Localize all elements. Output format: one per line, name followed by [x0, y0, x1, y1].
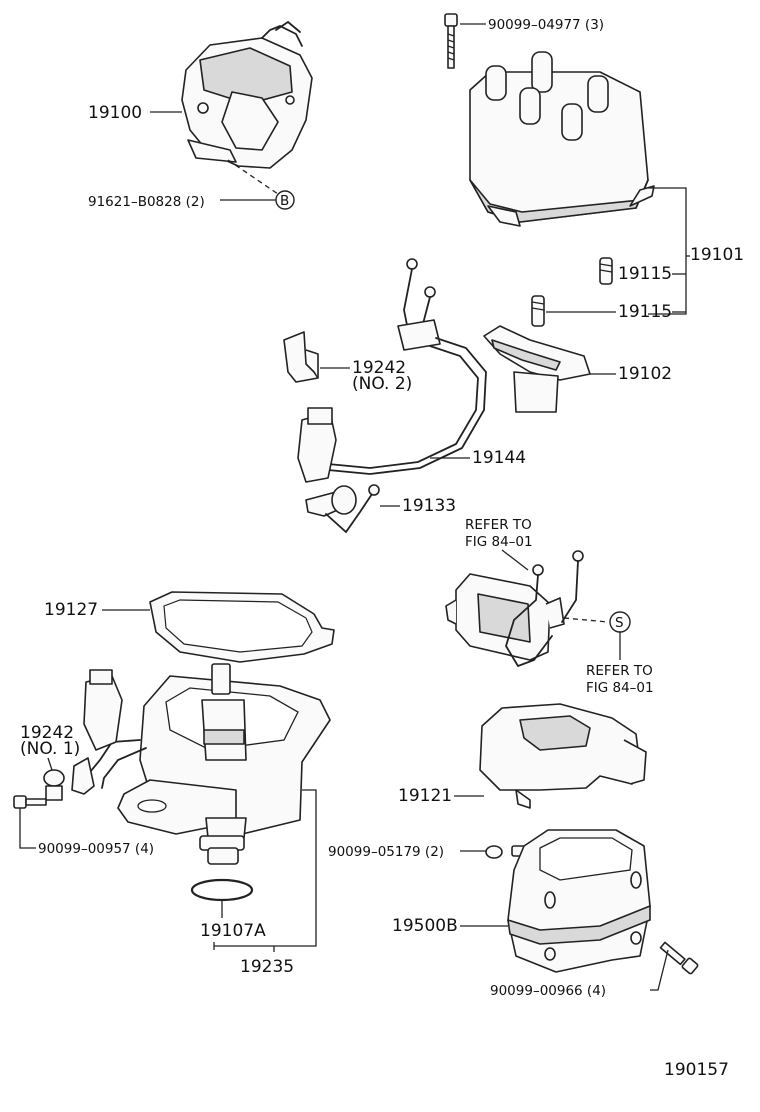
igniter-drawing: [445, 550, 584, 668]
distributor-cap-drawing: [469, 51, 655, 227]
label-19115-lower: 19115: [618, 302, 672, 322]
label-19242-no1: 19242: [20, 723, 74, 743]
marker-b-letter: B: [280, 193, 289, 209]
label-90099-00957: 90099–00957 (4): [38, 841, 154, 857]
dust-cover-drawing: [479, 703, 647, 809]
label-19101: 19101: [690, 245, 744, 265]
label-90099-00966: 90099–00966 (4): [490, 983, 606, 999]
housing-assembly-drawing: [71, 663, 331, 865]
clamp-screw-drawing: [13, 795, 47, 809]
marker-s-letter: S: [615, 615, 624, 631]
o-ring-drawing: [190, 878, 254, 902]
label-19107a: 19107A: [200, 921, 266, 941]
label-19100: 19100: [88, 103, 142, 123]
refer-2-line1: REFER TO: [586, 663, 653, 679]
distributor-assembly-drawing: [181, 20, 313, 169]
clamp-no2-drawing: [283, 331, 319, 383]
clamp-no1-drawing: [43, 769, 65, 801]
label-19102: 19102: [618, 364, 672, 384]
cap-insert-2-drawing: [531, 295, 545, 327]
refer-1-line1: REFER TO: [465, 517, 532, 533]
housing-drawing: [507, 829, 651, 973]
label-90099-04977: 90099–04977 (3): [488, 17, 604, 33]
label-no2: (NO. 2): [352, 374, 412, 394]
label-19127: 19127: [44, 600, 98, 620]
label-91621-b0828: 91621–B0828 (2): [88, 194, 205, 210]
label-19115-upper: 19115: [618, 264, 672, 284]
label-19121: 19121: [398, 786, 452, 806]
label-no1: (NO. 1): [20, 739, 80, 759]
wire-assembly-drawing: [297, 258, 487, 483]
label-19133: 19133: [402, 496, 456, 516]
housing-screw-long-drawing: [659, 941, 699, 975]
cap-insert-1-drawing: [599, 257, 613, 285]
gasket-drawing: [149, 591, 335, 663]
cap-screw-drawing: [444, 13, 458, 69]
marker-b: [275, 190, 295, 210]
label-90099-05179: 90099–05179 (2): [328, 844, 444, 860]
refer-1-line2: FIG 84–01: [465, 534, 533, 550]
label-19144: 19144: [472, 448, 526, 468]
figure-number: 190157: [664, 1060, 729, 1080]
condenser-drawing: [305, 484, 380, 534]
rotor-drawing: [483, 325, 591, 413]
label-19500b: 19500B: [392, 916, 458, 936]
label-19235: 19235: [240, 957, 294, 977]
label-19242-no2: 19242: [352, 358, 406, 378]
refer-2-line2: FIG 84–01: [586, 680, 654, 696]
